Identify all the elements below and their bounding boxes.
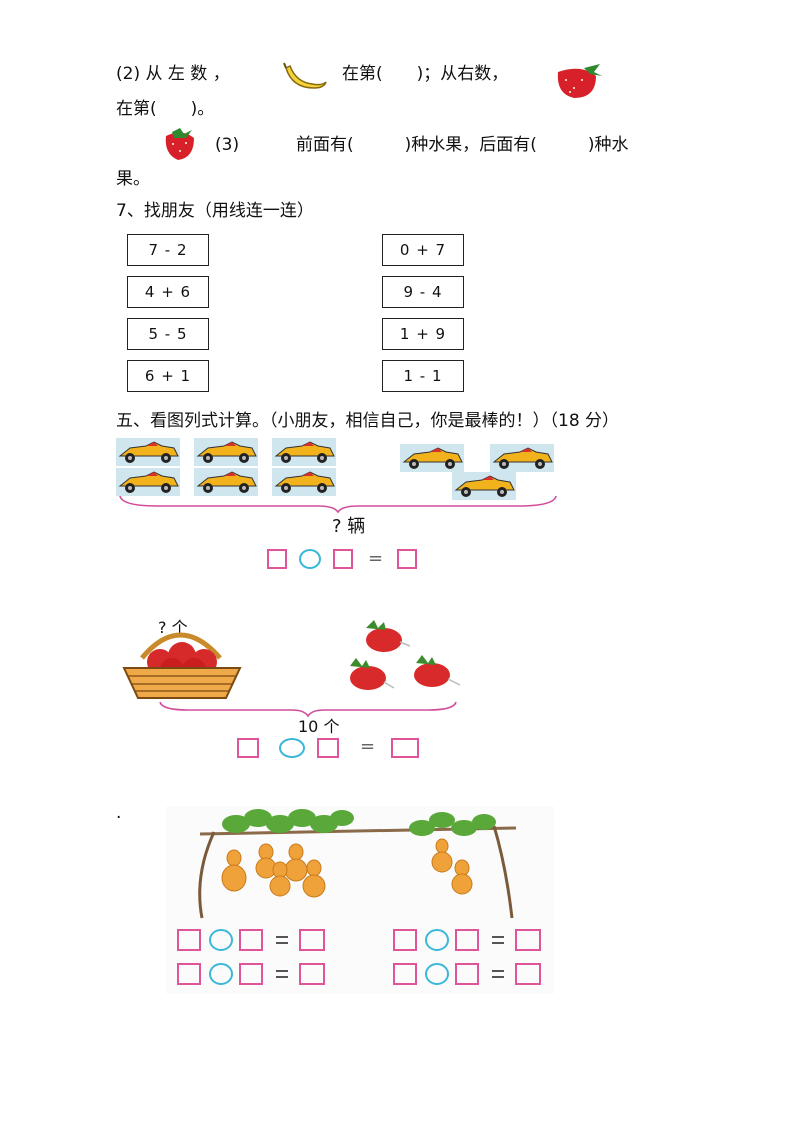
equals-sign: = — [368, 548, 384, 569]
q2-prefix: (2) 从 左 数 ， — [116, 64, 230, 84]
answer-box[interactable] — [397, 549, 417, 569]
race-car-icon — [116, 468, 180, 496]
left-expression[interactable]: 7 - 2 — [127, 234, 209, 266]
answer-box[interactable] — [267, 549, 287, 569]
right-expression[interactable]: 1 - 1 — [382, 360, 464, 392]
right-expression[interactable]: 0 + 7 — [382, 234, 464, 266]
race-car-icon — [272, 438, 336, 466]
brace-icon — [119, 495, 557, 514]
section5-title: 五、看图列式计算。（小朋友，相信自己，你是最棒的！）（18 分） — [116, 411, 620, 431]
q3-end: 果。 — [116, 169, 150, 189]
section7-title: 7、找朋友（用线连一连） — [116, 201, 314, 221]
strawberry-icon — [557, 64, 602, 98]
brace-icon — [159, 701, 457, 718]
left-expression[interactable]: 5 - 5 — [127, 318, 209, 350]
stray-dot: . — [116, 803, 122, 823]
race-car-icon — [490, 444, 554, 472]
race-car-icon — [194, 438, 258, 466]
left-expression[interactable]: 4 + 6 — [127, 276, 209, 308]
race-car-icon — [116, 438, 180, 466]
right-expression[interactable]: 1 + 9 — [382, 318, 464, 350]
radish-icon — [350, 658, 395, 690]
answer-box[interactable] — [391, 738, 419, 758]
operator-circle[interactable] — [279, 738, 305, 758]
radish-icon — [366, 620, 411, 652]
answer-box[interactable] — [317, 738, 339, 758]
race-car-icon — [400, 444, 464, 472]
right-expression[interactable]: 9 - 4 — [382, 276, 464, 308]
apples-total-label: 10 个 — [298, 717, 340, 736]
q2-middle: 在第( )；从右数， — [342, 64, 509, 84]
q3-text: 前面有( )种水果，后面有( )种水 — [296, 135, 629, 155]
operator-circle[interactable] — [299, 549, 321, 569]
equals-sign: = — [360, 736, 376, 757]
race-car-icon — [272, 468, 336, 496]
radish-icon — [414, 655, 461, 687]
answer-box[interactable] — [333, 549, 353, 569]
answer-box[interactable] — [237, 738, 259, 758]
left-expression[interactable]: 6 + 1 — [127, 360, 209, 392]
apple-basket-icon — [122, 632, 242, 699]
race-car-icon — [452, 472, 516, 500]
cars-total-label: ? 辆 — [332, 516, 366, 537]
q2-end: 在第( )。 — [116, 99, 215, 119]
banana-icon — [283, 62, 327, 89]
basket-label: ? 个 — [158, 618, 188, 637]
strawberry-icon — [165, 128, 194, 160]
gourd-trellis-picture — [166, 806, 554, 994]
race-car-icon — [194, 468, 258, 496]
q3-number: (3) — [215, 135, 240, 155]
